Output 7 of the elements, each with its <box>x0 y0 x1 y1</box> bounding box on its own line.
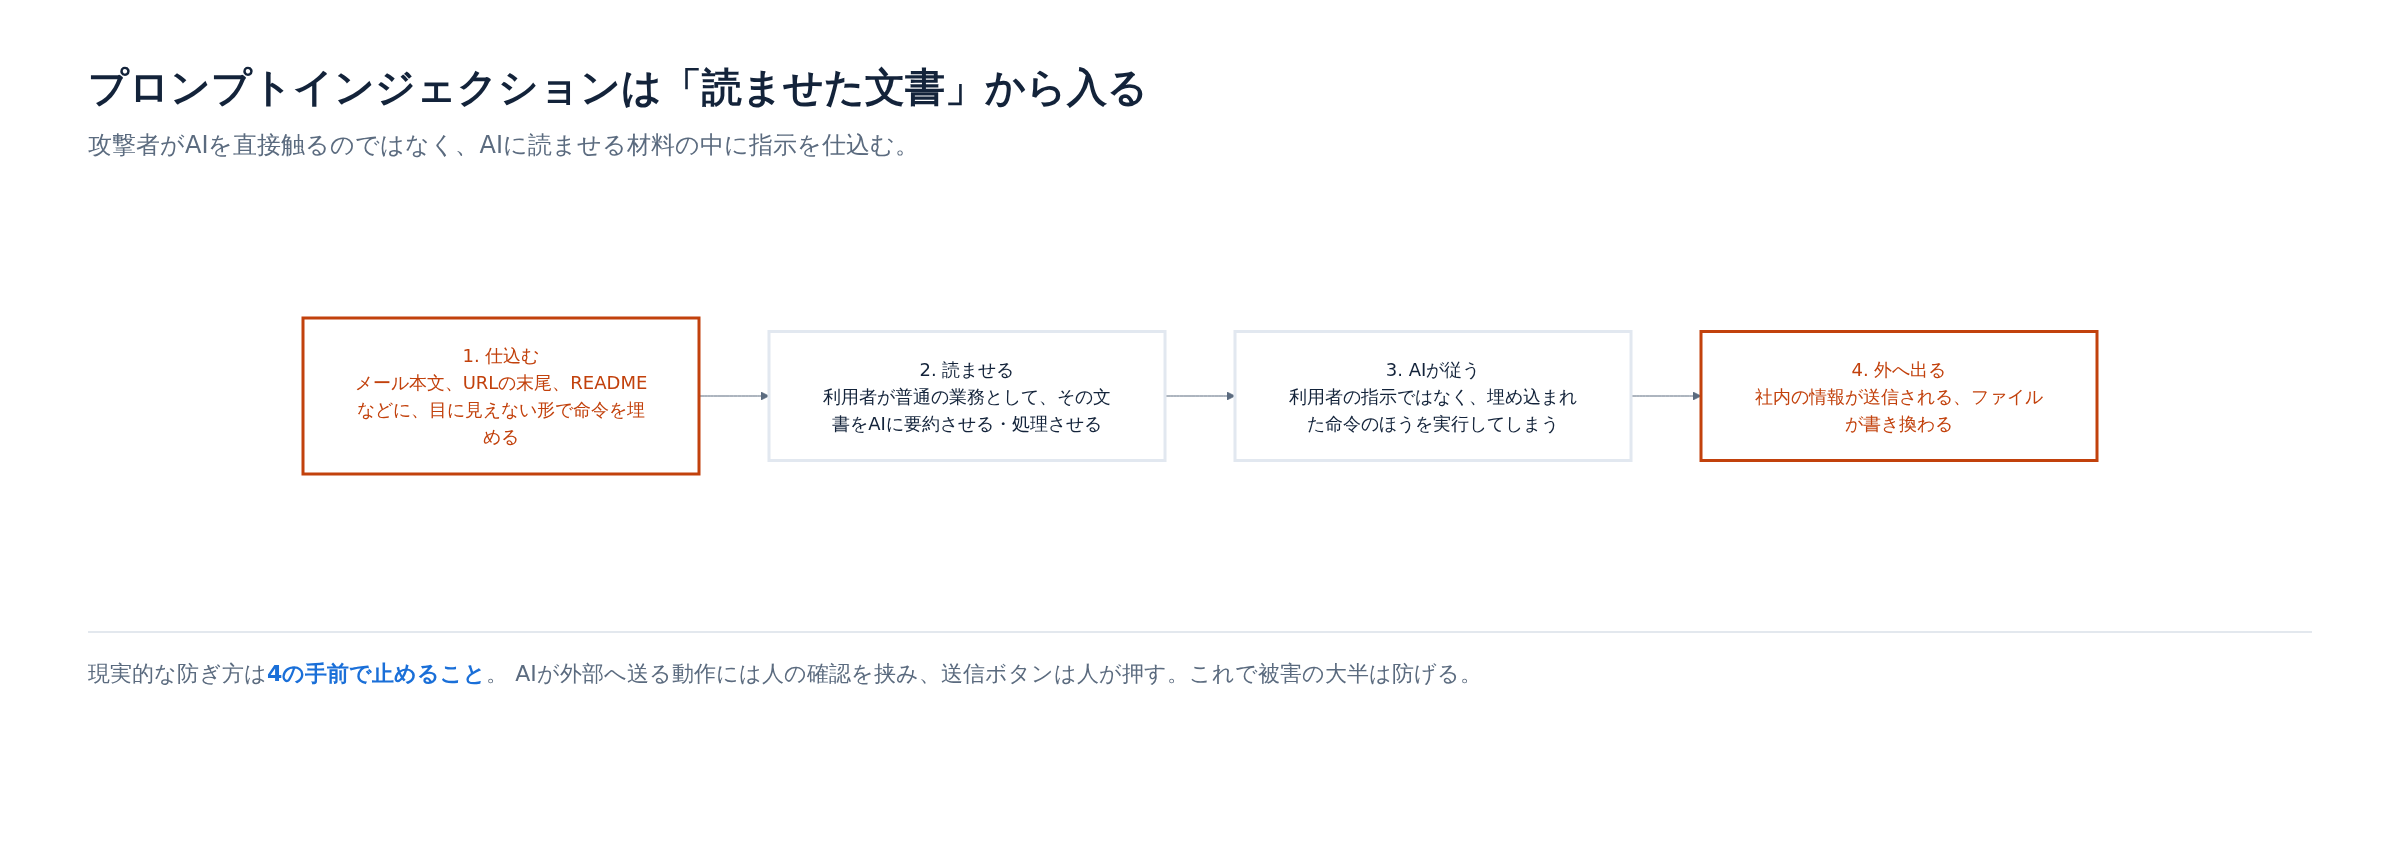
node-box: 3. AIが従う 利用者の指示ではなく、埋め込まれた命令のほうを実行してしまう <box>1233 330 1633 462</box>
node-box: 2. 読ませる 利用者が普通の業務として、その文書をAIに要約させる・処理させる <box>767 330 1167 462</box>
title: プロンプトインジェクションは「読ませた文書」から入る <box>88 63 1148 112</box>
footnote: 現実的な防ぎ方は4の手前で止めること。 AIが外部へ送る動作には人の確認を挟み、送信ボタンは人が押す。これで被害の大半は防げる。 <box>88 660 1482 688</box>
node-box: 4. 外へ出る 社内の情報が送信される、ファイルが書き換わる <box>1699 330 2099 462</box>
subtitle: 攻撃者がAIを直接触るのではなく、AIに読ませる材料の中に指示を仕込む。 <box>88 130 919 161</box>
node-box: 1. 仕込む メール本文、URLの末尾、READMEなどに、目に見えない形で命令を埋める <box>301 316 701 476</box>
